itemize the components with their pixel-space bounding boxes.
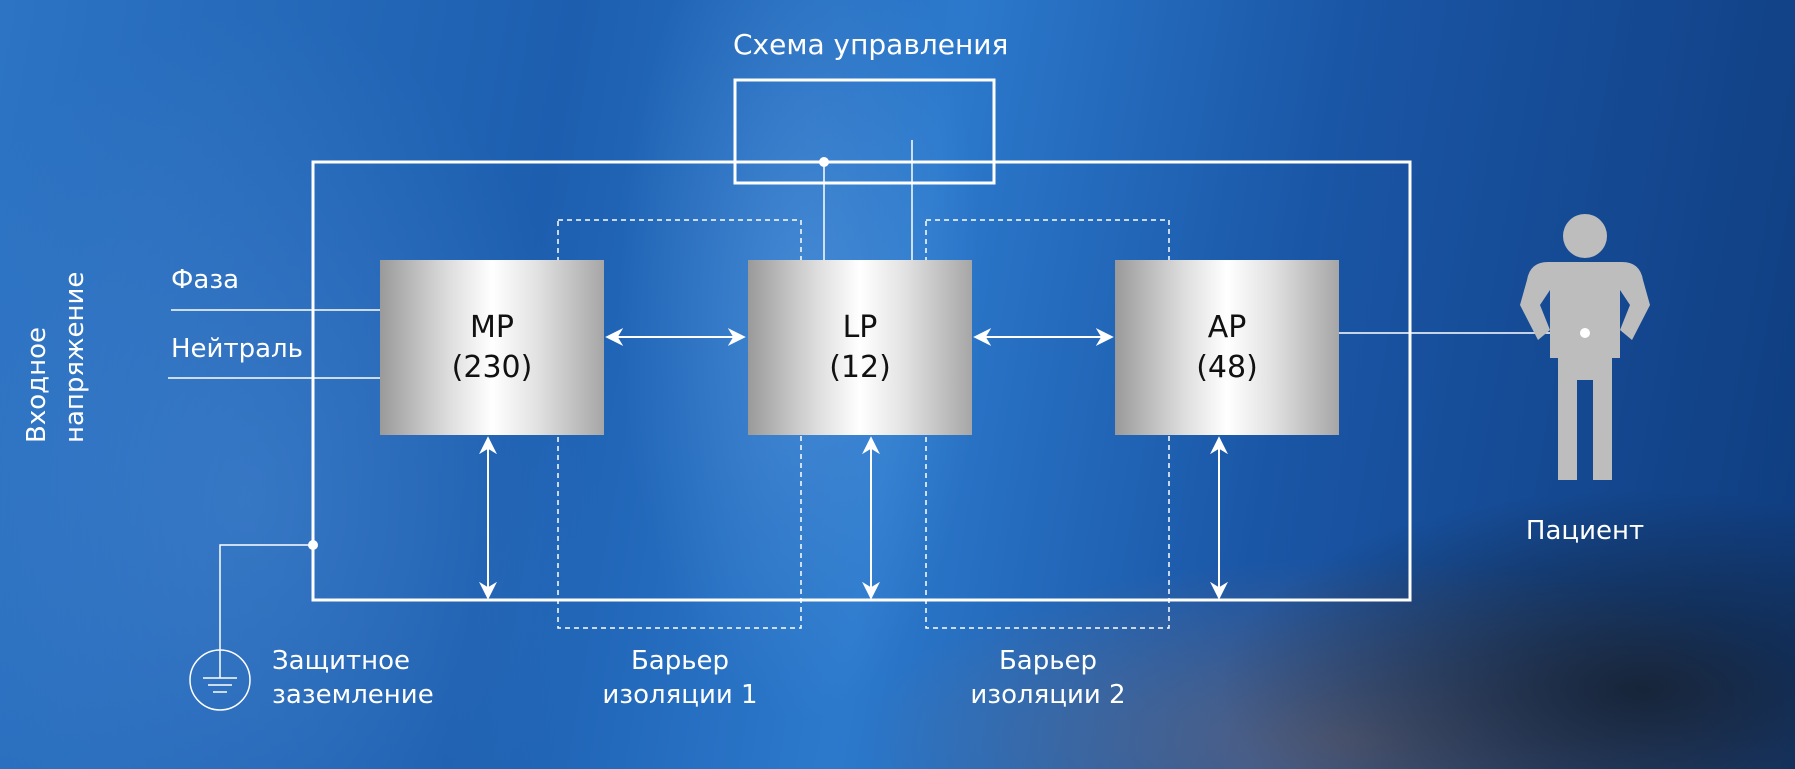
neutral-label: Нейтраль (171, 334, 303, 364)
control-circuit-box (733, 78, 996, 185)
barrier-2-label-line-2: изоляции 2 (970, 680, 1126, 710)
block-mp-name: MP (470, 309, 514, 345)
barrier-2-label-line-1: Барьер (998, 646, 1098, 676)
block-mp: MP (230) (380, 260, 604, 435)
input-voltage-line-2: напряжение (60, 271, 90, 443)
ground-label: Защитное заземление (272, 644, 434, 712)
ground-label-line-1: Защитное (272, 646, 411, 676)
block-mp-value: (230) (451, 349, 533, 385)
phase-label: Фаза (171, 265, 240, 295)
barrier-1-label-line-1: Барьер (630, 646, 730, 676)
barrier-2-label: Барьер изоляции 2 (928, 644, 1168, 712)
block-ap: AP (48) (1115, 260, 1339, 435)
control-circuit-label: Схема управления (733, 28, 1009, 61)
patient-label: Пациент (1525, 516, 1645, 546)
block-lp-value: (12) (829, 349, 891, 385)
input-voltage-label: Входное напряжение (18, 272, 94, 443)
input-voltage-line-1: Входное (22, 326, 52, 443)
control-junction-dot (819, 157, 829, 167)
barrier-1-label-line-2: изоляции 1 (602, 680, 758, 710)
block-ap-value: (48) (1196, 349, 1258, 385)
ground-icon (189, 649, 251, 711)
block-lp: LP (12) (748, 260, 972, 435)
barrier-1-label: Барьер изоляции 1 (560, 644, 800, 712)
block-ap-name: AP (1207, 309, 1247, 345)
patient-contact-dot (1580, 328, 1590, 338)
main-enclosure (311, 160, 1412, 602)
ground-label-line-2: заземление (272, 680, 434, 710)
patient-icon (1520, 214, 1650, 480)
earth-line (219, 544, 313, 650)
block-lp-name: LP (842, 309, 878, 345)
